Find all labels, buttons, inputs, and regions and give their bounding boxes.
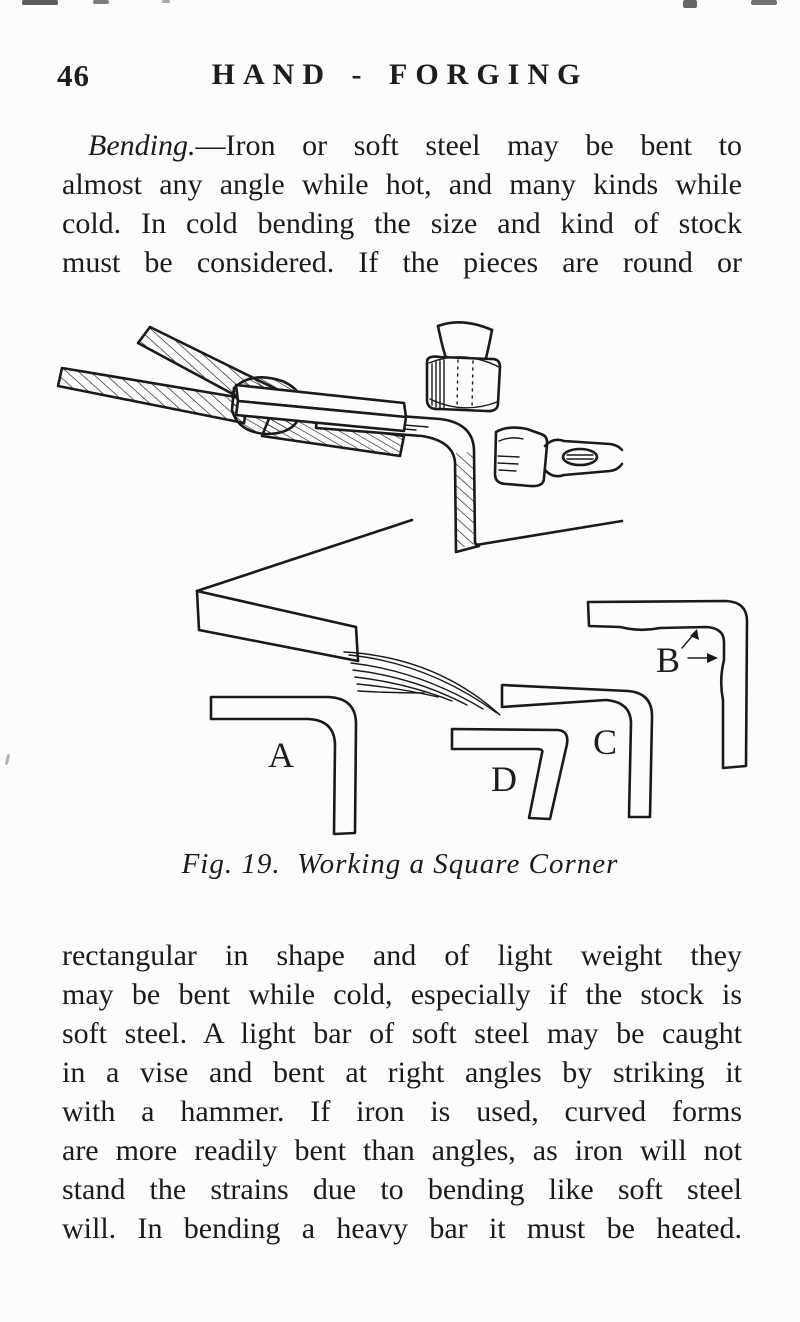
bent-bar-b: B <box>586 599 749 770</box>
hammer <box>425 321 502 413</box>
running-header: HAND - FORGING <box>211 58 589 91</box>
bent-bar-d: D <box>450 727 569 821</box>
anvil-block <box>195 518 624 716</box>
paragraph-bending: Bending.—Iron or soft steel may be bent … <box>62 126 742 282</box>
text-line: may be bent while cold, especially if th… <box>62 978 742 1011</box>
figure-label-d: D <box>491 759 517 799</box>
figure-label-a: A <box>268 735 294 775</box>
figure-label-b: B <box>656 640 680 680</box>
page-number: 46 <box>57 58 90 93</box>
text-line: will. In bending a heavy bar it must be … <box>62 1212 742 1245</box>
scan-artifact <box>93 0 109 4</box>
text-line-rest: —Iron or soft steel may be bent to <box>195 129 742 162</box>
paragraph-lead-word: Bending. <box>88 129 196 162</box>
figure-illustration: A B C D <box>56 321 749 836</box>
scan-artifact <box>4 753 11 766</box>
figure-caption: Fig. 19. Working a Square Corner <box>181 848 619 880</box>
text-line: stand the strains due to bending like so… <box>62 1173 742 1206</box>
scan-artifact <box>162 0 170 3</box>
text-line: soft steel. A light bar of soft steel ma… <box>62 1017 742 1050</box>
hammer-head <box>425 355 502 413</box>
paragraph-continued: rectangular in shape and of light weight… <box>62 936 742 1248</box>
figure-19: A B C D <box>55 315 755 850</box>
set-hammer <box>493 426 624 488</box>
text-line: are more readily bent than angles, as ir… <box>62 1134 742 1167</box>
text-line: must be considered. If the pieces are ro… <box>62 246 742 279</box>
set-hammer-head <box>493 426 549 488</box>
bent-bar-a: A <box>209 695 358 836</box>
text-line: rectangular in shape and of light weight… <box>62 939 742 972</box>
bent-bar-c: C <box>500 683 654 819</box>
text-line: almost any angle while hot, and many kin… <box>62 168 742 201</box>
hammer-handle <box>436 321 494 332</box>
tongs <box>56 325 406 458</box>
label-b-arrows <box>681 629 718 663</box>
text-line: with a hammer. If iron is used, curved f… <box>62 1095 742 1128</box>
scan-artifact <box>751 0 777 5</box>
text-line: Bending.—Iron or soft steel may be bent … <box>62 126 742 165</box>
scan-artifact <box>683 0 697 8</box>
text-line: cold. In cold bending the size and kind … <box>62 207 742 240</box>
handle-eye <box>561 447 599 467</box>
tongs-upper-jaw <box>234 383 408 433</box>
bend-shading <box>343 651 501 716</box>
text-line: in a vise and bent at right angles by st… <box>62 1056 742 1089</box>
figure-label-c: C <box>593 722 617 762</box>
scan-artifact <box>22 0 58 5</box>
set-hammer-handle <box>543 438 624 452</box>
